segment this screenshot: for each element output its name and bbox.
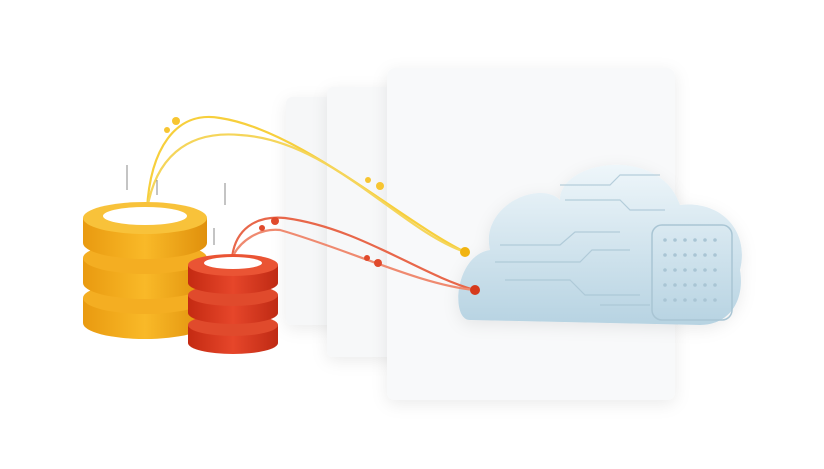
red-line-2 <box>230 228 476 292</box>
connection-lines <box>126 115 480 295</box>
database-red-icon <box>188 254 278 354</box>
yellow-line-1 <box>145 115 466 253</box>
cloud-circuit-icon <box>458 164 742 325</box>
yellow-line-2 <box>145 133 466 254</box>
database-yellow-icon <box>83 202 207 339</box>
red-line-1 <box>230 216 476 292</box>
